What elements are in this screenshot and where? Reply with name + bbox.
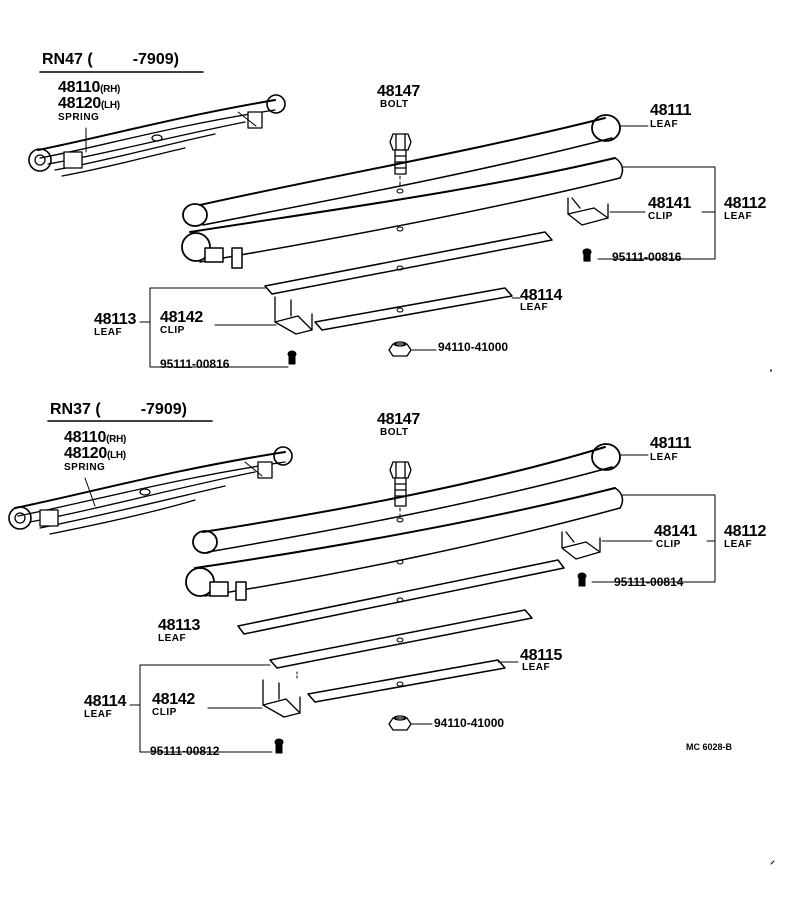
clip-48141-label: CLIP <box>656 539 681 550</box>
leader-lines-section2 <box>129 454 716 753</box>
model-range: -7909) <box>140 401 187 418</box>
leaf-48112-shape <box>185 487 624 601</box>
clip-48141-icon <box>567 197 609 226</box>
leaf-48113-shape <box>237 559 565 635</box>
rivet-right-part-number: 95111-00816 <box>612 250 682 264</box>
nut-part-number: 94110-41000 <box>438 340 509 354</box>
leaf-48114-label: LEAF <box>84 709 113 720</box>
spring-part-number: 48110(RH) <box>58 79 121 96</box>
clip-48142-part-number: 48142 <box>160 309 203 326</box>
model-name: RN37 ( <box>50 401 101 418</box>
leaf-48115-label: LEAF <box>522 662 551 673</box>
clip-48142-icon <box>262 671 301 718</box>
clip-48141-label: CLIP <box>648 211 673 222</box>
model-label: RN47 ( -7909) <box>42 52 179 68</box>
spring-part-number-lh: 48120(LH) <box>58 95 120 112</box>
spring-assembly-icon <box>28 94 286 177</box>
leaf-48113-label: LEAF <box>158 633 187 644</box>
spring-assembly-icon <box>8 446 293 535</box>
leaf-48113-label: LEAF <box>94 327 123 338</box>
bolt-icon <box>389 133 412 189</box>
section-rn37 <box>8 420 716 754</box>
nut-icon <box>388 341 412 357</box>
spring-part-number: 48110(RH) <box>64 429 127 446</box>
leaf-48113-shape <box>264 231 553 295</box>
nut-part-number: 94110-41000 <box>434 716 505 730</box>
drawing-code: MC 6028-B <box>686 742 733 752</box>
spring-part-number-lh: 48120(LH) <box>64 445 126 462</box>
rivet-left-icon <box>274 738 284 754</box>
clip-48142-label: CLIP <box>160 325 185 336</box>
leaf-48112-part-number: 48112 <box>724 195 767 212</box>
clip-48141-part-number: 48141 <box>654 523 697 540</box>
rivet-right-icon <box>582 248 592 262</box>
leaf-48112-label: LEAF <box>724 211 753 222</box>
section-rn47 <box>28 71 716 368</box>
leaf-48112-part-number: 48112 <box>724 523 767 540</box>
rivet-right-icon <box>577 572 587 587</box>
leaf-48111-part-number: 48111 <box>650 435 692 452</box>
leader-lines-section1 <box>139 125 716 368</box>
bolt-part-number: 48147 <box>377 83 420 100</box>
leaf-48111-shape <box>192 443 621 554</box>
leaf-48111-label: LEAF <box>650 452 679 463</box>
leaf-48114-label: LEAF <box>520 302 549 313</box>
edge-mark <box>770 860 775 865</box>
leaf-48111-label: LEAF <box>650 119 679 130</box>
model-range: -7909) <box>132 51 179 68</box>
rivet-right-part-number: 95111-00814 <box>614 575 684 589</box>
bolt-icon <box>389 461 412 519</box>
bolt-part-number: 48147 <box>377 411 420 428</box>
leaf-48113-part-number: 48113 <box>94 311 137 328</box>
leaf-48114-part-number: 48114 <box>84 693 127 710</box>
rivet-left-part-number: 95111-00816 <box>160 357 230 371</box>
leaf-48115-part-number: 48115 <box>520 647 563 664</box>
nut-icon <box>388 715 412 731</box>
rivet-left-icon <box>287 350 297 365</box>
leaf-48111-shape <box>182 114 621 227</box>
leaf-48115-shape <box>307 659 506 703</box>
model-name: RN47 ( <box>42 51 93 68</box>
clip-48141-part-number: 48141 <box>648 195 691 212</box>
bolt-label: BOLT <box>380 427 409 438</box>
rivet-left-part-number: 95111-00812 <box>150 744 220 758</box>
model-label: RN37 ( -7909) <box>50 402 187 418</box>
clip-48142-icon <box>274 296 313 335</box>
clip-48141-icon <box>561 531 601 560</box>
leaf-48112-label: LEAF <box>724 539 753 550</box>
leaf-48113-part-number: 48113 <box>158 617 201 634</box>
spring-label: SPRING <box>58 112 100 123</box>
leaf-48114-part-number: 48114 <box>520 287 563 304</box>
clip-48142-part-number: 48142 <box>152 691 195 708</box>
leaf-48111-part-number: 48111 <box>650 102 692 119</box>
bolt-label: BOLT <box>380 99 409 110</box>
leaf-48114-shape <box>314 287 513 331</box>
clip-48142-label: CLIP <box>152 707 177 718</box>
leaf-48114-shape <box>269 609 533 669</box>
spring-label: SPRING <box>64 462 106 473</box>
